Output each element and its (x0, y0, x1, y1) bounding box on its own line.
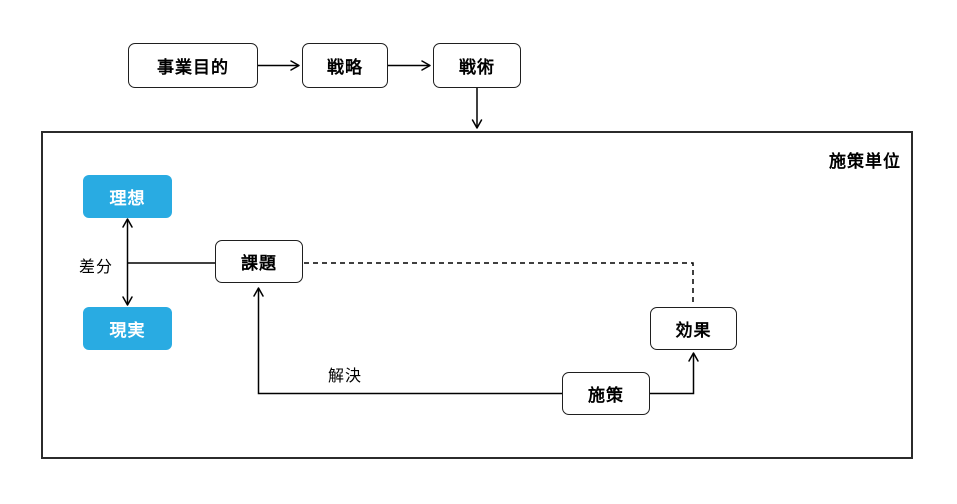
node-tactics: 戦術 (433, 43, 521, 88)
edge-label-gap: 差分 (78, 259, 113, 276)
node-reality: 現実 (83, 307, 172, 350)
edge-label-solve: 解決 (327, 368, 362, 385)
measure-unit-label: 施策単位 (829, 152, 901, 171)
node-measure: 施策 (562, 372, 650, 415)
node-issue: 課題 (215, 240, 303, 283)
node-ideal: 理想 (83, 175, 172, 218)
node-effect: 効果 (650, 307, 737, 350)
node-business-purpose: 事業目的 (128, 43, 258, 88)
measure-unit-container: 施策単位 (41, 131, 913, 459)
node-strategy: 戦略 (302, 43, 388, 88)
